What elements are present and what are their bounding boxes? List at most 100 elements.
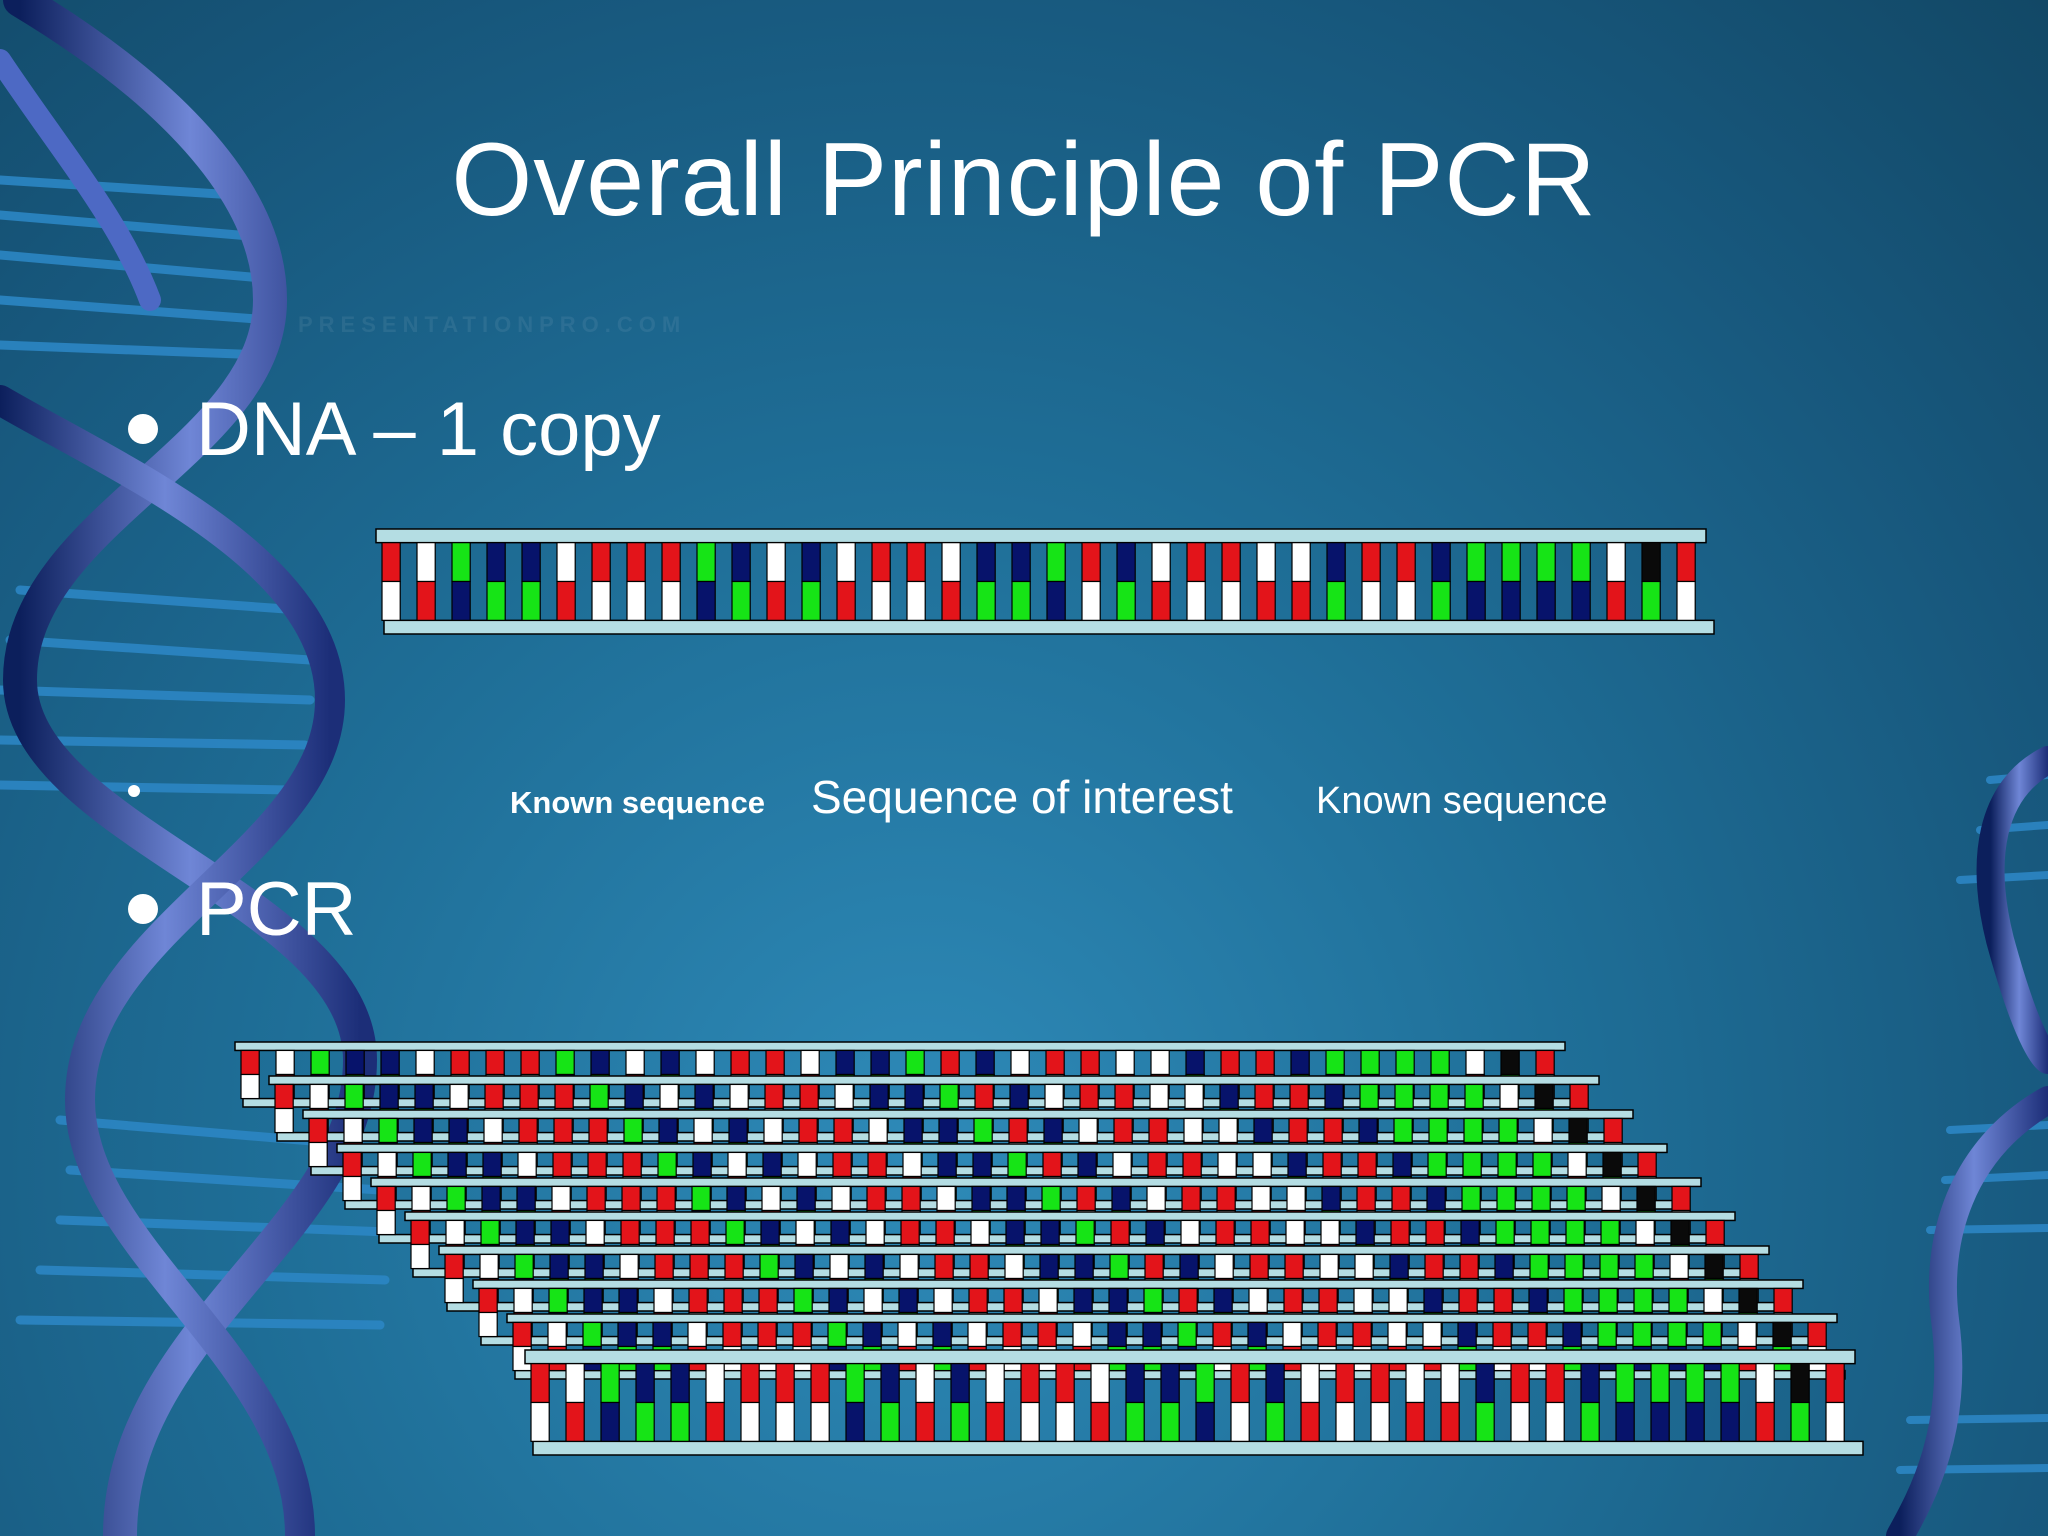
base-top xyxy=(897,1321,917,1348)
base-top xyxy=(1603,1117,1623,1144)
base-top xyxy=(553,1117,573,1144)
base-top xyxy=(1008,1117,1028,1144)
base-top xyxy=(1080,1049,1100,1076)
base-top xyxy=(380,1049,400,1076)
base-bottom xyxy=(556,580,576,621)
base-top xyxy=(1423,1287,1443,1314)
base-top xyxy=(1529,1253,1549,1280)
base-bottom xyxy=(1020,1401,1040,1442)
base-bottom xyxy=(1790,1401,1810,1442)
base-top xyxy=(775,1363,795,1404)
base-top xyxy=(1317,1321,1337,1348)
base-top xyxy=(967,1321,987,1348)
base-top xyxy=(620,1219,640,1246)
base-top xyxy=(1636,1185,1656,1212)
base-bottom xyxy=(626,580,646,621)
base-top xyxy=(971,1185,991,1212)
base-bottom xyxy=(1685,1401,1705,1442)
base-top xyxy=(660,1049,680,1076)
base-top xyxy=(705,1363,725,1404)
base-bottom xyxy=(1396,580,1416,621)
base-top xyxy=(450,1049,470,1076)
base-top xyxy=(623,1117,643,1144)
base-bottom xyxy=(240,1073,260,1100)
base-top xyxy=(1323,1117,1343,1144)
base-top xyxy=(862,1321,882,1348)
base-top xyxy=(1440,1363,1460,1404)
base-top xyxy=(1041,1185,1061,1212)
base-top xyxy=(448,1117,468,1144)
base-top xyxy=(1650,1363,1670,1404)
base-top xyxy=(480,1219,500,1246)
base-top xyxy=(796,1185,816,1212)
dna-fragment-single xyxy=(375,528,1715,635)
base-top xyxy=(728,1117,748,1144)
base-top xyxy=(950,1363,970,1404)
base-top xyxy=(1671,1185,1691,1212)
base-bottom xyxy=(950,1401,970,1442)
base-top xyxy=(1042,1151,1062,1178)
base-top xyxy=(1772,1321,1792,1348)
base-top xyxy=(670,1363,690,1404)
base-bottom xyxy=(1650,1401,1670,1442)
base-top xyxy=(1704,1253,1724,1280)
base-top xyxy=(1020,1363,1040,1404)
base-bottom xyxy=(410,1243,430,1270)
base-top xyxy=(1527,1321,1547,1348)
base-top xyxy=(765,1049,785,1076)
base-bottom xyxy=(1186,580,1206,621)
base-bottom xyxy=(1545,1401,1565,1442)
base-top xyxy=(517,1151,537,1178)
base-top xyxy=(1004,1253,1024,1280)
base-top xyxy=(1074,1253,1094,1280)
base-top xyxy=(1428,1117,1448,1144)
base-top xyxy=(415,1049,435,1076)
top-backbone xyxy=(370,1177,1702,1188)
base-bottom xyxy=(941,580,961,621)
base-top xyxy=(1078,1117,1098,1144)
base-bottom xyxy=(274,1107,294,1134)
top-backbone xyxy=(438,1245,1770,1256)
base-top xyxy=(410,1219,430,1246)
base-top xyxy=(1324,1083,1344,1110)
base-top xyxy=(1533,1117,1553,1144)
base-top xyxy=(485,1049,505,1076)
base-bottom xyxy=(1580,1401,1600,1442)
base-top xyxy=(1531,1185,1551,1212)
base-bottom xyxy=(775,1401,795,1442)
base-top xyxy=(975,1049,995,1076)
base-top xyxy=(1599,1253,1619,1280)
base-top xyxy=(1038,1287,1058,1314)
base-top xyxy=(794,1253,814,1280)
base-top xyxy=(1009,1083,1029,1110)
base-top xyxy=(1429,1083,1449,1110)
empty-bullet-dot-icon xyxy=(128,785,140,797)
top-backbone xyxy=(302,1109,1634,1120)
base-bottom xyxy=(1291,580,1311,621)
base-top xyxy=(412,1151,432,1178)
base-top xyxy=(972,1151,992,1178)
top-backbone xyxy=(506,1313,1838,1324)
base-top xyxy=(1667,1321,1687,1348)
base-top xyxy=(1425,1219,1445,1246)
base-top xyxy=(586,1185,606,1212)
base-bottom xyxy=(1475,1401,1495,1442)
base-bottom xyxy=(661,580,681,621)
base-bottom xyxy=(342,1175,362,1202)
base-top xyxy=(1107,1321,1127,1348)
base-top xyxy=(1370,1363,1390,1404)
base-top xyxy=(935,1219,955,1246)
base-top xyxy=(1149,1083,1169,1110)
base-bottom xyxy=(810,1401,830,1442)
base-top xyxy=(1195,1363,1215,1404)
base-top xyxy=(793,1287,813,1314)
base-top xyxy=(1390,1219,1410,1246)
base-top xyxy=(724,1253,744,1280)
base-top xyxy=(1352,1321,1372,1348)
base-top xyxy=(1635,1219,1655,1246)
base-bottom xyxy=(1221,580,1241,621)
base-bottom xyxy=(801,580,821,621)
base-top xyxy=(1147,1151,1167,1178)
base-top xyxy=(689,1253,709,1280)
base-top xyxy=(1392,1151,1412,1178)
